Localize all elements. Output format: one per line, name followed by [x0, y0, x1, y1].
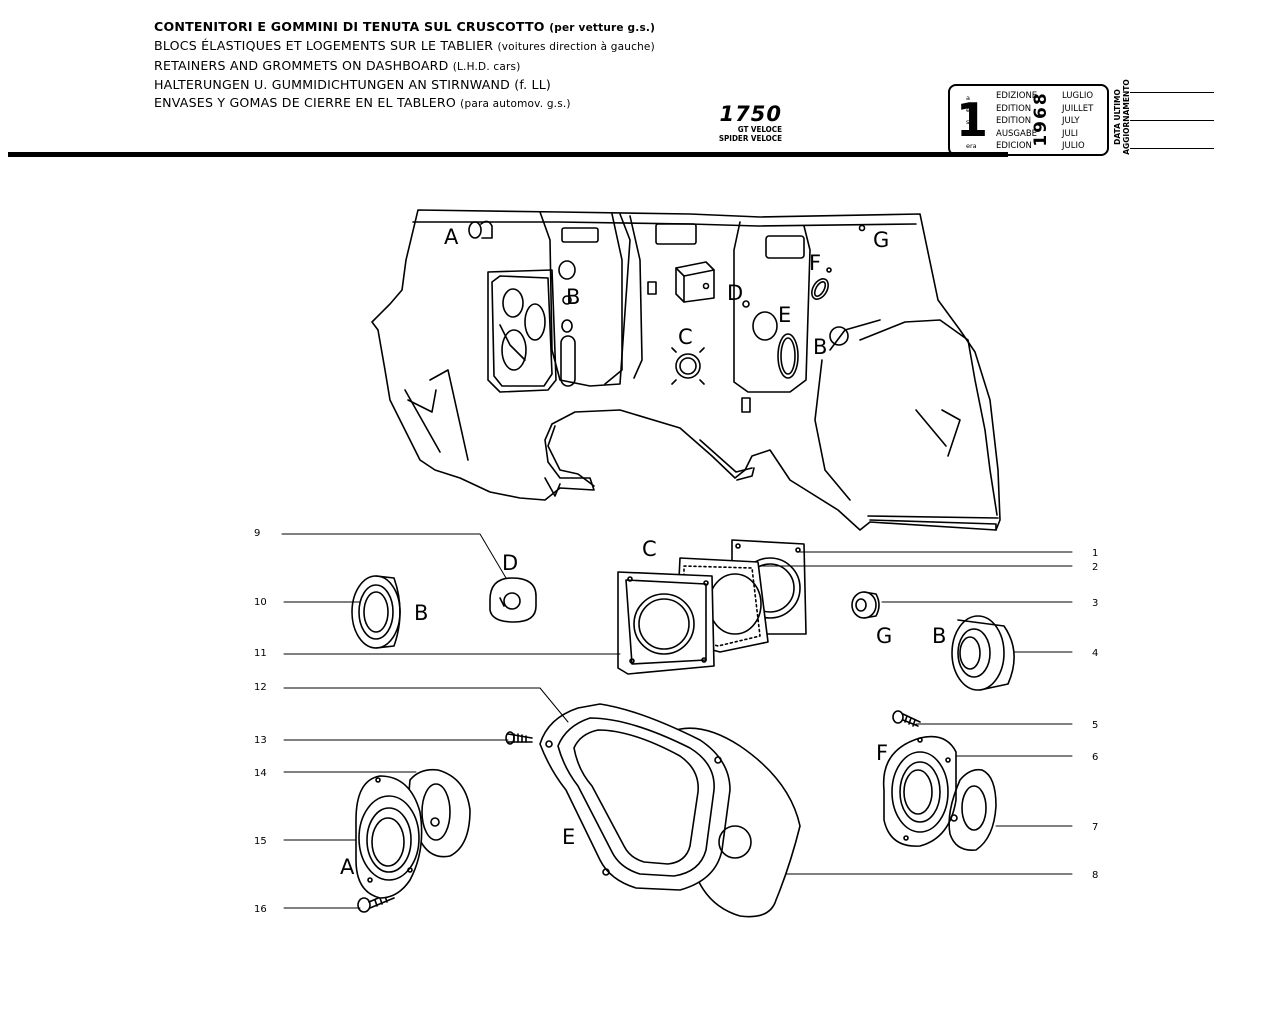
update-line: [1130, 120, 1214, 121]
edition-ordinal: ere: [966, 106, 977, 114]
edition-label: EDITION: [996, 103, 1032, 114]
dashboard-letter-g: G: [873, 228, 889, 252]
model-variant-gt: GT VELOCE: [737, 125, 782, 134]
callout-9: 9: [254, 528, 260, 539]
part-c-retainer-drawing: [617, 539, 807, 675]
title-german-main: HALTERUNGEN U. GUMMIDICHTUNGEN AN STIRNW…: [154, 77, 511, 93]
part-letter-f: F: [876, 741, 888, 765]
callout-1: 1: [1092, 548, 1098, 559]
part-a-retainer-drawing: [355, 768, 471, 899]
callout-14: 14: [254, 768, 267, 779]
screw-5-drawing: [892, 710, 921, 727]
edition-ordinal: era: [966, 142, 977, 150]
dashboard-letters: A B C D E F B G: [444, 225, 889, 359]
header-titles: CONTENITORI E GOMMINI DI TENUTA SUL CRUS…: [154, 18, 794, 113]
edition-ordinal: a: [966, 94, 970, 102]
callout-4: 4: [1092, 648, 1098, 659]
title-english-note: (L.H.D. cars): [452, 60, 521, 73]
part-letter-e: E: [562, 825, 575, 849]
model-number: 1750: [719, 102, 782, 126]
callout-12: 12: [254, 682, 267, 693]
dashboard-letter-a: A: [444, 225, 459, 249]
callout-10: 10: [254, 597, 267, 608]
edition-labels: EDIZIONE EDITION EDITION AUSGABE EDICION: [996, 90, 1037, 153]
title-italian-main: CONTENITORI E GOMMINI DI TENUTA SUL CRUS…: [154, 19, 545, 34]
part-letter-g: G: [876, 624, 892, 648]
title-french-note: (voitures direction à gauche): [497, 41, 655, 54]
part-letter-c: C: [642, 537, 657, 561]
callout-6: 6: [1092, 752, 1098, 763]
title-italian-note: (per vetture g.s.): [549, 22, 656, 34]
title-french: BLOCS ÉLASTIQUES ET LOGEMENTS SUR LE TAB…: [154, 37, 794, 56]
edition-label: AUSGABE: [996, 128, 1038, 139]
edition-months: LUGLIO JUILLET JULY JULI JULIO: [1062, 90, 1093, 153]
model-variant-spider: SPIDER VELOCE: [718, 134, 782, 143]
callout-15: 15: [254, 836, 267, 847]
callout-numbers: 1 2 3 4 5 6 7 8 9 10 11 12 13 14 15 16: [254, 528, 1098, 915]
callout-13: 13: [254, 735, 267, 746]
callout-11: 11: [254, 648, 267, 659]
title-french-main: BLOCS ÉLASTIQUES ET LOGEMENTS SUR LE TAB…: [154, 38, 494, 54]
edition-number: 1: [956, 93, 989, 147]
part-b-grommet-left-drawing: [351, 575, 401, 649]
part-b-grommet-right-drawing: [951, 615, 1015, 691]
title-german: HALTERUNGEN U. GUMMIDICHTUNGEN AN STIRNW…: [154, 76, 794, 93]
callout-7: 7: [1092, 822, 1098, 833]
callout-5: 5: [1092, 720, 1098, 731]
dashboard-letter-d: D: [727, 281, 743, 305]
screw-13-drawing: [505, 731, 533, 745]
part-f-retainer-drawing: [882, 735, 997, 851]
edition-month: JUILLET: [1062, 103, 1094, 114]
dashboard-letter-c: C: [678, 325, 693, 349]
part-letter-b-left: B: [414, 601, 428, 625]
edition-ordinals: a ere st . era: [966, 92, 977, 152]
edition-ordinal: .: [966, 130, 969, 138]
title-italian: CONTENITORI E GOMMINI DI TENUTA SUL CRUS…: [154, 18, 794, 37]
dashboard-panel-drawing: [371, 209, 1001, 531]
title-english: RETAINERS AND GROMMETS ON DASHBOARD (L.H…: [154, 57, 794, 76]
dashboard-letter-b-right: B: [813, 335, 827, 359]
update-line: [1130, 148, 1214, 149]
part-letter-a: A: [340, 855, 355, 879]
model-badge: 1750 GT VELOCE SPIDER VELOCE: [700, 103, 782, 143]
edition-month: JULY: [1062, 116, 1080, 127]
edition-label: EDIZIONE: [996, 91, 1038, 101]
edition-month: LUGLIO: [1062, 91, 1094, 101]
part-letter-b-right: B: [932, 624, 946, 648]
dashboard-letter-f: F: [809, 251, 821, 275]
title-spanish: ENVASES Y GOMAS DE CIERRE EN EL TABLERO …: [154, 94, 794, 113]
title-spanish-main: ENVASES Y GOMAS DE CIERRE EN EL TABLERO: [154, 94, 456, 110]
update-line: [1130, 92, 1214, 93]
title-english-main: RETAINERS AND GROMMETS ON DASHBOARD: [154, 57, 449, 73]
edition-month: JULI: [1062, 128, 1078, 139]
callout-16: 16: [254, 904, 267, 915]
callout-2: 2: [1092, 562, 1098, 573]
part-g-grommet-drawing: [851, 591, 880, 619]
leader-lines: [281, 533, 1073, 909]
edition-ordinal: st: [966, 118, 972, 126]
title-spanish-note: (para automov. g.s.): [460, 97, 571, 110]
dashboard-letter-e: E: [778, 303, 791, 327]
edition-label: EDICION: [996, 141, 1032, 152]
dashboard-letter-b-left: B: [566, 285, 580, 309]
edition-box: 1 a ere st . era EDIZIONE EDITION EDITIO…: [948, 84, 1109, 156]
part-e-retainer-drawing: [539, 703, 801, 918]
part-letters: C D B G B F E A: [340, 537, 946, 879]
header-rule: [8, 152, 1008, 157]
callout-3: 3: [1092, 598, 1098, 609]
part-letter-d: D: [502, 551, 518, 575]
edition-label: EDITION: [996, 116, 1032, 127]
callout-8: 8: [1092, 870, 1098, 881]
edition-month: JULIO: [1062, 141, 1085, 152]
title-german-note: (f. LL): [514, 77, 552, 93]
part-d-plug-drawing: [489, 577, 537, 623]
